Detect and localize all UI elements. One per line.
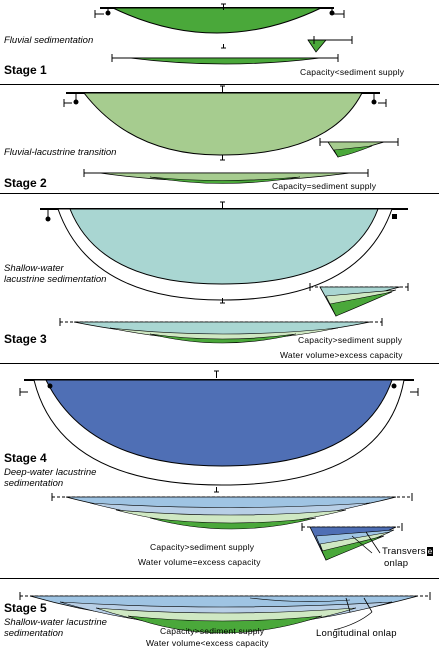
stage5-diagram [19, 592, 431, 634]
transverse-text: Transvers [382, 546, 426, 557]
stage2-label: Stage 2 [4, 176, 47, 190]
stage1-note: Capacity<sediment supply [300, 67, 405, 77]
stage4-diagram [19, 370, 419, 561]
stage5-label: Stage 5 [4, 601, 47, 615]
stage3-note-1: Capacity>sediment supply [298, 335, 403, 345]
stage1-channel [112, 7, 322, 34]
stage1-label: Stage 1 [4, 63, 47, 77]
stage4-note-1: Capacity>sediment supply [150, 542, 255, 552]
stage5-process-line2: sedimentation [4, 628, 64, 639]
stage2-basin [82, 92, 363, 156]
stage-divider [0, 363, 439, 364]
stage4-process-line1: Deep-water lacustrine [4, 467, 97, 478]
stage2-note: Capacity=sediment supply [272, 181, 377, 191]
stage5-note-1: Capacity>sediment supply [160, 626, 265, 636]
stage2-process: Fluvial-lacustrine transition [4, 147, 117, 158]
stage3-note-2: Water volume>excess capacity [280, 350, 403, 360]
stage3-process-line1: Shallow-water [4, 263, 64, 274]
stage4-lake [45, 379, 393, 467]
stage-divider [0, 578, 439, 579]
stage-divider [0, 84, 439, 85]
stage4-process-line2: sedimentation [4, 478, 64, 489]
stage4-note-2: Water volume=excess capacity [138, 557, 261, 567]
stage5-process-line1: Shallow-water lacustrine [4, 617, 107, 628]
stage4-label: Stage 4 [4, 451, 47, 465]
stage2-diagram [63, 85, 399, 184]
stage5-note-2: Water volume<excess capacity [146, 638, 269, 648]
stage-divider [0, 193, 439, 194]
stage3-label: Stage 3 [4, 332, 47, 346]
stage3-lake [69, 208, 379, 285]
transverse-onlap-line2: onlap [384, 558, 409, 569]
stage1-process: Fluvial sedimentation [4, 35, 94, 46]
stage3-process-line2: lacustrine sedimentation [4, 274, 107, 285]
stage3-diagram [40, 201, 409, 344]
transverse-badge: e [426, 547, 434, 556]
stage1-diagram [94, 3, 353, 65]
longitudinal-onlap-label: Longitudinal onlap [316, 628, 397, 639]
